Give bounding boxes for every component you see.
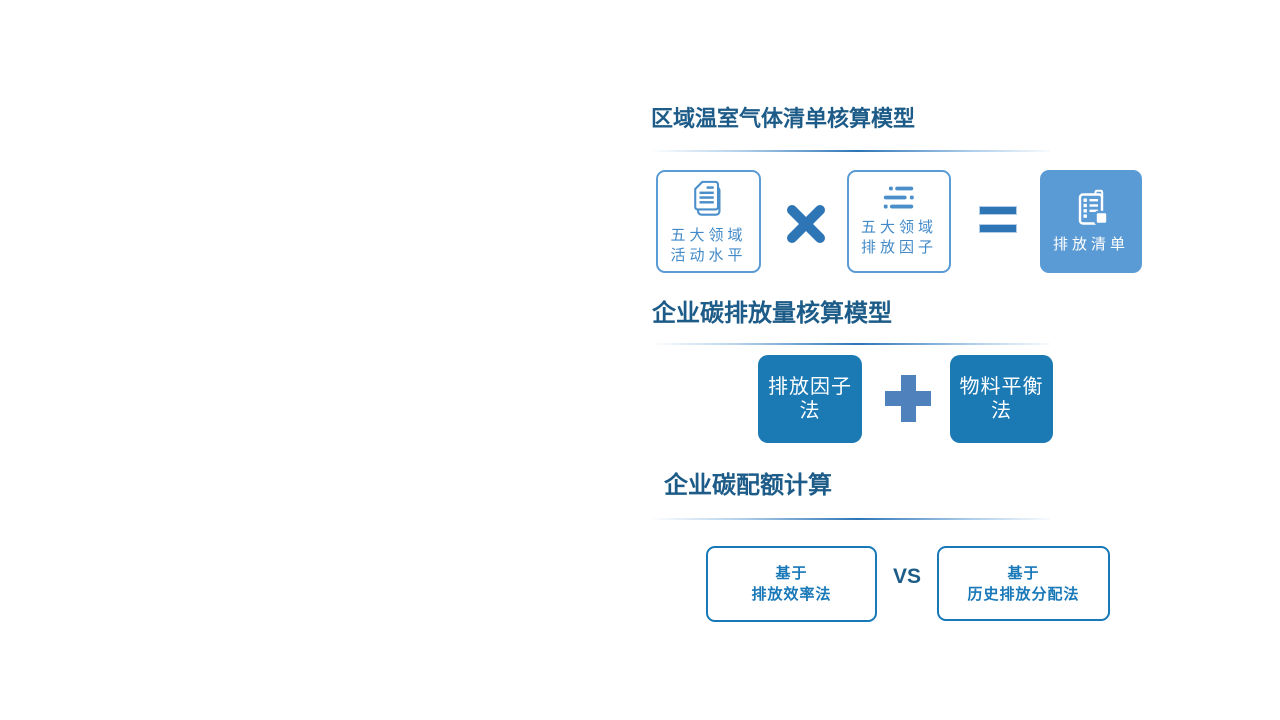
section-title-enterprise-emission: 企业碳排放量核算模型 (652, 300, 892, 327)
box-label-line: 五大领域 (860, 219, 937, 236)
material-balance-method-box: 物料平衡 法 (950, 355, 1053, 443)
box-label: 基于 排放效率法 (751, 563, 831, 605)
documents-icon (693, 180, 720, 216)
list-icon (883, 186, 914, 209)
multiply-icon (787, 205, 825, 243)
multiply-operator (784, 202, 828, 246)
plus-operator (885, 375, 931, 422)
emission-factor-box: 五大领域 排放因子 (847, 170, 951, 273)
box-label-line: 五大领域 (670, 226, 747, 244)
plus-bar (901, 375, 916, 422)
box-label: 排放因子 法 (768, 375, 852, 423)
clipboard-icon (1078, 189, 1109, 226)
box-label-line: 基于 (1007, 564, 1040, 582)
section-divider (650, 150, 1050, 152)
box-label-line: 物料平衡 (959, 376, 1044, 398)
section-title-regional-inventory: 区域温室气体清单核算模型 (651, 106, 916, 131)
vs-label: VS (893, 565, 922, 588)
section-divider (650, 343, 1050, 345)
box-label: 基于 历史排放分配法 (967, 563, 1079, 605)
equals-bar (979, 224, 1017, 233)
box-label: 五大领域 活动水平 (670, 226, 746, 266)
box-label-line: 法 (991, 400, 1012, 422)
box-label-line: 排放因子 (768, 376, 852, 398)
emission-factor-method-box: 排放因子 法 (758, 355, 862, 443)
section-divider (650, 518, 1050, 520)
box-label-line: 排放因子 (860, 239, 937, 256)
section-title-carbon-quota: 企业碳配额计算 (664, 472, 832, 499)
box-label-line: 排放效率法 (751, 586, 832, 603)
box-label-line: 法 (799, 400, 821, 422)
equals-bar (979, 206, 1017, 215)
box-label: 排放清单 (1053, 236, 1129, 254)
emission-inventory-box: 排放清单 (1040, 170, 1142, 273)
box-label-line: 活动水平 (670, 246, 747, 264)
historical-allocation-method-box: 基于 历史排放分配法 (937, 546, 1110, 621)
box-label: 物料平衡 法 (960, 375, 1044, 423)
equals-operator (979, 206, 1017, 234)
box-label: 五大领域 排放因子 (861, 218, 937, 258)
box-label-line: 历史排放分配法 (967, 585, 1080, 603)
box-label-line: 基于 (775, 565, 808, 582)
box-label-line: 排放清单 (1052, 236, 1129, 253)
emission-efficiency-method-box: 基于 排放效率法 (706, 546, 877, 622)
activity-level-box: 五大领域 活动水平 (656, 170, 761, 273)
